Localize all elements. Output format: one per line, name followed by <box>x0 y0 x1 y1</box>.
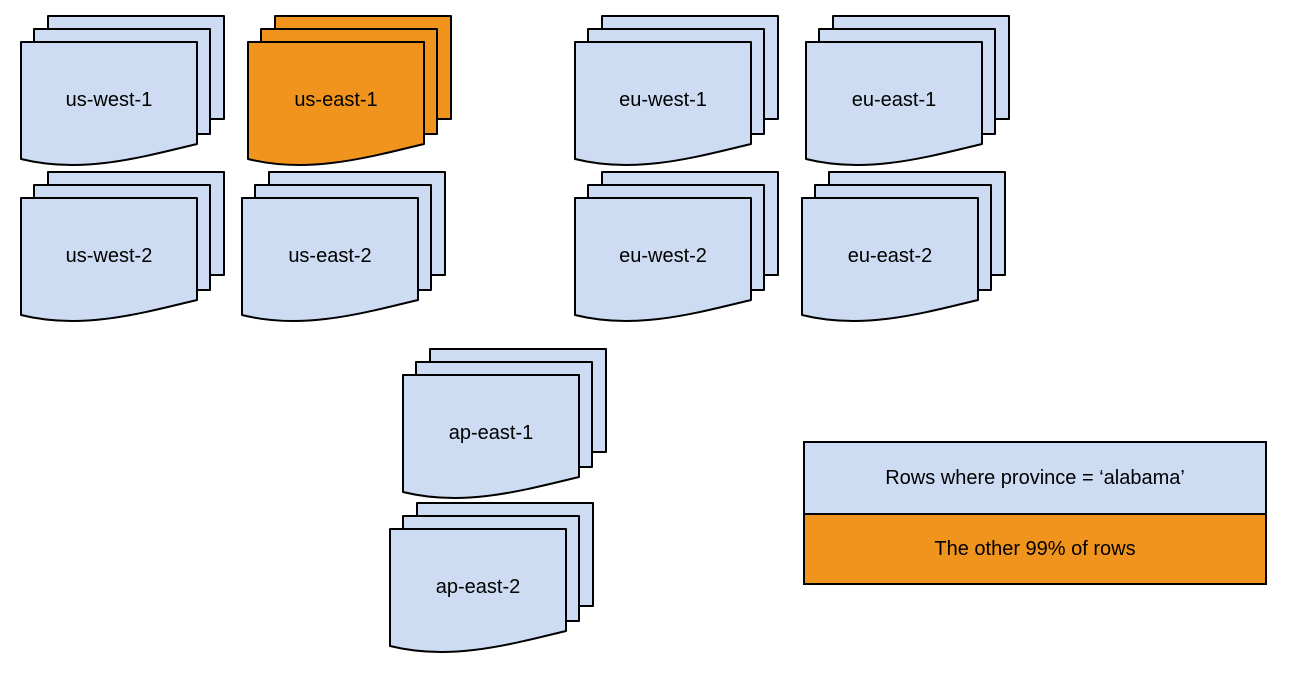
stack-front-document <box>801 197 979 323</box>
stack-front-document <box>20 197 198 323</box>
stack-front-document <box>402 374 580 500</box>
region-stack-eu-west-1: eu-west-1 <box>573 15 779 175</box>
document-stack-icon <box>574 15 779 167</box>
region-stack-us-east-1: us-east-1 <box>246 15 452 175</box>
region-stack-us-west-2: us-west-2 <box>19 171 225 331</box>
document-stack-icon <box>389 502 594 654</box>
legend-item-alabama-rows: Rows where province = ‘alabama’ <box>805 443 1265 513</box>
legend: Rows where province = ‘alabama’ The othe… <box>803 441 1267 585</box>
stack-front-document <box>20 41 198 167</box>
region-stack-us-east-2: us-east-2 <box>240 171 446 331</box>
document-stack-icon <box>20 171 225 323</box>
document-stack-icon <box>402 348 607 500</box>
stack-front-document <box>389 528 567 654</box>
stack-front-document <box>574 41 752 167</box>
stack-front-document <box>241 197 419 323</box>
region-stack-eu-east-1: eu-east-1 <box>804 15 1010 175</box>
document-stack-icon <box>805 15 1010 167</box>
region-stack-ap-east-2: ap-east-2 <box>388 502 594 662</box>
document-stack-icon <box>241 171 446 323</box>
region-stack-ap-east-1: ap-east-1 <box>401 348 607 508</box>
legend-item-label: The other 99% of rows <box>934 537 1136 560</box>
document-stack-icon <box>574 171 779 323</box>
region-stack-eu-west-2: eu-west-2 <box>573 171 779 331</box>
region-stack-eu-east-2: eu-east-2 <box>800 171 1006 331</box>
region-stack-us-west-1: us-west-1 <box>19 15 225 175</box>
document-stack-icon <box>801 171 1006 323</box>
stack-front-document <box>574 197 752 323</box>
document-stack-icon <box>247 15 452 167</box>
legend-item-other-rows: The other 99% of rows <box>805 513 1265 583</box>
document-stack-icon <box>20 15 225 167</box>
stack-front-document <box>247 41 425 167</box>
stack-front-document <box>805 41 983 167</box>
legend-item-label: Rows where province = ‘alabama’ <box>885 466 1185 489</box>
